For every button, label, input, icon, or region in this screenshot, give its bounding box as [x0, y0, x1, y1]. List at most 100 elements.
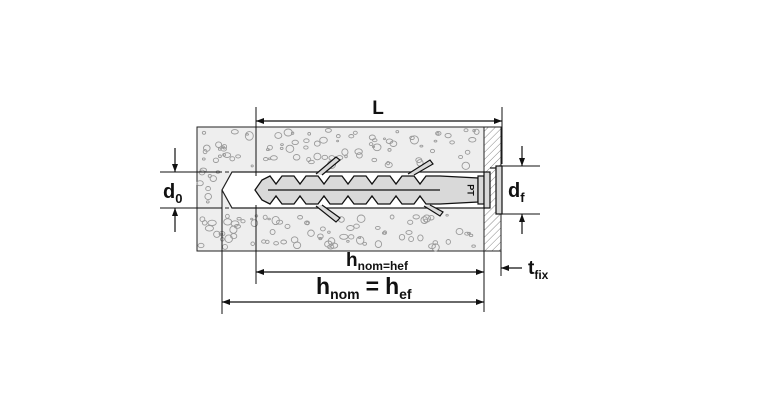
aggregate-pebble — [209, 175, 217, 182]
aggregate-pebble — [224, 234, 233, 243]
aggregate-pebble — [368, 134, 376, 141]
aggregate-pebble — [215, 141, 223, 148]
aggregate-pebble — [348, 234, 355, 240]
aggregate-pebble — [463, 128, 469, 133]
aggregate-pebble — [384, 161, 393, 169]
aggregate-pebble — [269, 228, 276, 236]
label-tfix: tfix — [528, 258, 549, 282]
aggregate-pebble — [321, 154, 329, 160]
plug-mark: PT — [466, 184, 476, 196]
aggregate-pebble — [266, 144, 273, 151]
aggregate-pebble — [201, 157, 206, 161]
aggregate-pebble — [423, 218, 429, 223]
aggregate-pebble — [412, 214, 420, 220]
aggregate-pebble — [318, 237, 323, 241]
label-hnom-eq-hef: hnom=hef — [316, 273, 412, 302]
aggregate-pebble — [327, 230, 331, 234]
aggregate-pebble — [445, 213, 449, 217]
aggregate-pebble — [293, 241, 302, 250]
aggregate-pebble — [197, 242, 205, 249]
aggregate-pebble — [417, 234, 424, 242]
aggregate-pebble — [213, 230, 221, 238]
aggregate-pebble — [348, 134, 355, 139]
aggregate-pebble — [346, 239, 350, 243]
aggregate-pebble — [473, 128, 480, 135]
aggregate-pebble — [356, 214, 366, 223]
dimension-d0: d0 — [160, 148, 222, 232]
aggregate-pebble — [262, 214, 268, 220]
aggregate-pebble — [356, 235, 365, 245]
aggregate-pebble — [432, 240, 439, 245]
aggregate-pebble — [431, 243, 440, 252]
aggregate-pebble — [250, 241, 255, 246]
aggregate-pebble — [386, 160, 391, 166]
aggregate-pebble — [389, 140, 398, 147]
aggregate-pebble — [279, 146, 284, 150]
dimension-hnom-hef-small: hnom=hef — [255, 205, 484, 284]
aggregate-pebble — [307, 131, 312, 136]
aggregate-pebble — [250, 219, 259, 227]
aggregate-pebble — [362, 241, 368, 246]
aggregate-pebble — [230, 129, 239, 135]
dimension-hnom-eq-hef: hnom=hef — [221, 190, 484, 314]
aggregate-pebble — [217, 147, 222, 151]
aggregate-pebble — [464, 231, 470, 236]
aggregate-pebble — [205, 186, 211, 192]
aggregate-pebble — [444, 132, 452, 139]
aggregate-pebble — [201, 220, 208, 226]
aggregate-pebble — [455, 227, 464, 236]
aggregate-pebble — [461, 161, 471, 170]
dimension-L: L — [255, 98, 503, 176]
aggregate-pebble — [263, 157, 269, 162]
aggregate-pebble — [435, 130, 442, 136]
aggregate-pebble — [229, 156, 236, 162]
aggregate-pebble — [387, 148, 392, 152]
aggregate-pebble — [308, 159, 315, 165]
aggregate-pebble — [235, 154, 241, 159]
aggregate-pebble — [471, 244, 476, 248]
aggregate-pebble — [419, 144, 424, 148]
aggregate-pebble — [304, 220, 310, 226]
aggregate-pebble — [320, 226, 326, 232]
aggregate-pebble — [223, 152, 232, 158]
aggregate-pebble — [284, 223, 291, 229]
aggregate-pebble — [303, 145, 309, 150]
aggregate-pebble — [445, 239, 451, 245]
aggregate-pebble — [283, 128, 293, 137]
aggregate-pebble — [267, 217, 271, 221]
aggregate-pebble — [341, 148, 349, 156]
aggregate-pebble — [464, 149, 471, 155]
aggregate-pebble — [204, 192, 212, 201]
aggregate-pebble — [205, 200, 210, 204]
aggregate-pebble — [273, 241, 279, 246]
aggregate-pebble — [317, 233, 324, 240]
aggregate-pebble — [212, 157, 219, 163]
aggregate-pebble — [292, 154, 301, 161]
aggregate-pebble — [395, 130, 400, 134]
aggregate-pebble — [429, 148, 436, 154]
aggregate-pebble — [433, 139, 438, 143]
aggregate-pebble — [398, 233, 406, 241]
aggregate-pebble — [261, 239, 267, 244]
aggregate-pebble — [223, 218, 233, 226]
aggregate-pebble — [271, 215, 280, 226]
aggregate-pebble — [428, 214, 435, 221]
aggregate-pebble — [356, 152, 363, 159]
aggregate-pebble — [329, 242, 339, 249]
aggregate-pebble — [274, 132, 283, 139]
aggregate-pebble — [327, 237, 336, 246]
aggregate-pebble — [250, 164, 254, 168]
aggregate-pebble — [233, 224, 241, 229]
aggregate-pebble — [381, 231, 387, 235]
label-df: df — [508, 180, 525, 205]
aggregate-pebble — [468, 137, 477, 143]
aggregate-pebble — [285, 144, 295, 153]
aggregate-pebble — [313, 152, 322, 161]
aggregate-pebble — [336, 139, 340, 143]
aggregate-pebble — [383, 137, 386, 141]
aggregate-pebble — [221, 143, 228, 150]
aggregate-pebble — [291, 139, 299, 146]
aggregate-pebble — [229, 225, 238, 234]
label-L: L — [372, 98, 384, 119]
aggregate-pebble — [335, 134, 341, 139]
